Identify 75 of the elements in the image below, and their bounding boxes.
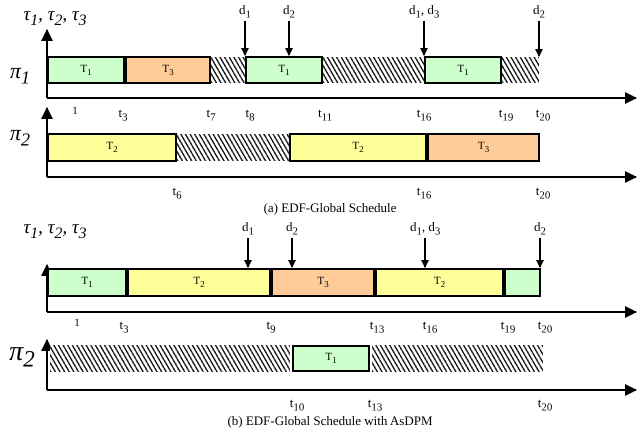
deadline-label: d$_{1}$ (239, 3, 251, 20)
tick-label: 1 (72, 106, 78, 117)
arrow (285, 21, 293, 56)
tick-label: t$_{19}$ (498, 106, 514, 124)
task-label: T$_{1}$ (325, 351, 337, 366)
idle-bar (502, 57, 539, 83)
task-label: T$_{2}$ (193, 275, 205, 290)
tick-label: t$_{3}$ (119, 318, 129, 336)
deadline-label: d$_{2}$ (533, 3, 545, 20)
idle-bar (50, 345, 290, 372)
task-label: T$_{3}$ (478, 140, 490, 155)
task-bar (47, 133, 177, 162)
tick-label: t$_{11}$ (318, 106, 332, 124)
deadline-label: d$_{1}$, d$_{3}$ (409, 3, 440, 20)
task-label: T$_{1}$ (81, 275, 93, 290)
tick-label: t$_{16}$ (422, 318, 438, 336)
task-label: T$_{3}$ (162, 62, 174, 78)
task-label: T$_{2}$ (106, 140, 118, 155)
idle-bar (323, 57, 424, 83)
deadline-label: d$_{2}$ (286, 220, 298, 238)
processor-label: π$_{2}$ (10, 122, 30, 149)
task-bar (47, 56, 125, 84)
task-bar (375, 268, 504, 297)
caption: (a) EDF-Global Schedule (264, 201, 396, 214)
tick-label: t$_{3}$ (118, 106, 128, 124)
arrow (244, 238, 252, 268)
arrow (420, 21, 428, 56)
arrow (241, 21, 249, 56)
deadline-label: d$_{1}$ (242, 220, 254, 238)
task-label: T$_{1}$ (457, 62, 469, 78)
caption: (b) EDF-Global Schedule with AsDPM (227, 414, 433, 427)
processor-label: π$_{1}$ (10, 60, 30, 87)
arrow (536, 238, 544, 268)
tick-label: t$_{16}$ (416, 184, 432, 202)
task-bar (47, 268, 127, 297)
deadline-label: d$_{1}$, d$_{3}$ (410, 220, 440, 238)
task-bar (292, 345, 370, 372)
task-bar (424, 56, 502, 84)
task-bar (271, 268, 375, 297)
axis-title: τ$_{1}$, τ$_{2}$, τ$_{3}$ (23, 218, 87, 242)
task-label: T$_{1}$ (80, 62, 92, 78)
task-label: T$_{2}$ (352, 140, 364, 155)
task-label: T$_{1}$ (278, 62, 290, 78)
arrow (421, 238, 429, 268)
task-bar (289, 133, 427, 162)
tick-label: t$_{13}$ (370, 318, 384, 336)
idle-bar (177, 134, 289, 161)
tick-label: t$_{8}$ (245, 106, 255, 124)
idle-bar (211, 57, 245, 83)
deadline-label: d$_{2}$ (283, 3, 295, 20)
task-label: T$_{2}$ (434, 275, 446, 290)
tick-label: t$_{20}$ (538, 318, 552, 336)
tick-label: t$_{20}$ (536, 184, 550, 202)
idle-bar (372, 345, 543, 372)
arrow (535, 21, 543, 57)
task-bar (245, 56, 323, 84)
tick-label: t$_{20}$ (536, 106, 550, 124)
tick-label: t$_{20}$ (538, 396, 552, 414)
task-bar (504, 268, 541, 297)
tick-label: 1 (74, 318, 80, 329)
task-label: T$_{3}$ (317, 275, 329, 290)
processor-label: π$_{2}$ (9, 338, 35, 372)
tick-label: t$_{9}$ (266, 318, 276, 336)
task-bar (125, 56, 211, 84)
deadline-label: d$_{2}$ (534, 220, 546, 238)
tick-label: t$_{13}$ (368, 396, 382, 414)
task-bar (427, 133, 540, 162)
task-bar (127, 268, 271, 297)
tick-label: t$_{7}$ (206, 106, 216, 124)
tick-label: t$_{19}$ (500, 318, 516, 336)
axis-title: τ$_{1}$, τ$_{2}$, τ$_{3}$ (23, 5, 87, 29)
arrow (288, 238, 296, 268)
tick-label: t$_{10}$ (290, 396, 304, 414)
tick-label: t$_{6}$ (172, 184, 182, 202)
tick-label: t$_{16}$ (416, 106, 432, 124)
